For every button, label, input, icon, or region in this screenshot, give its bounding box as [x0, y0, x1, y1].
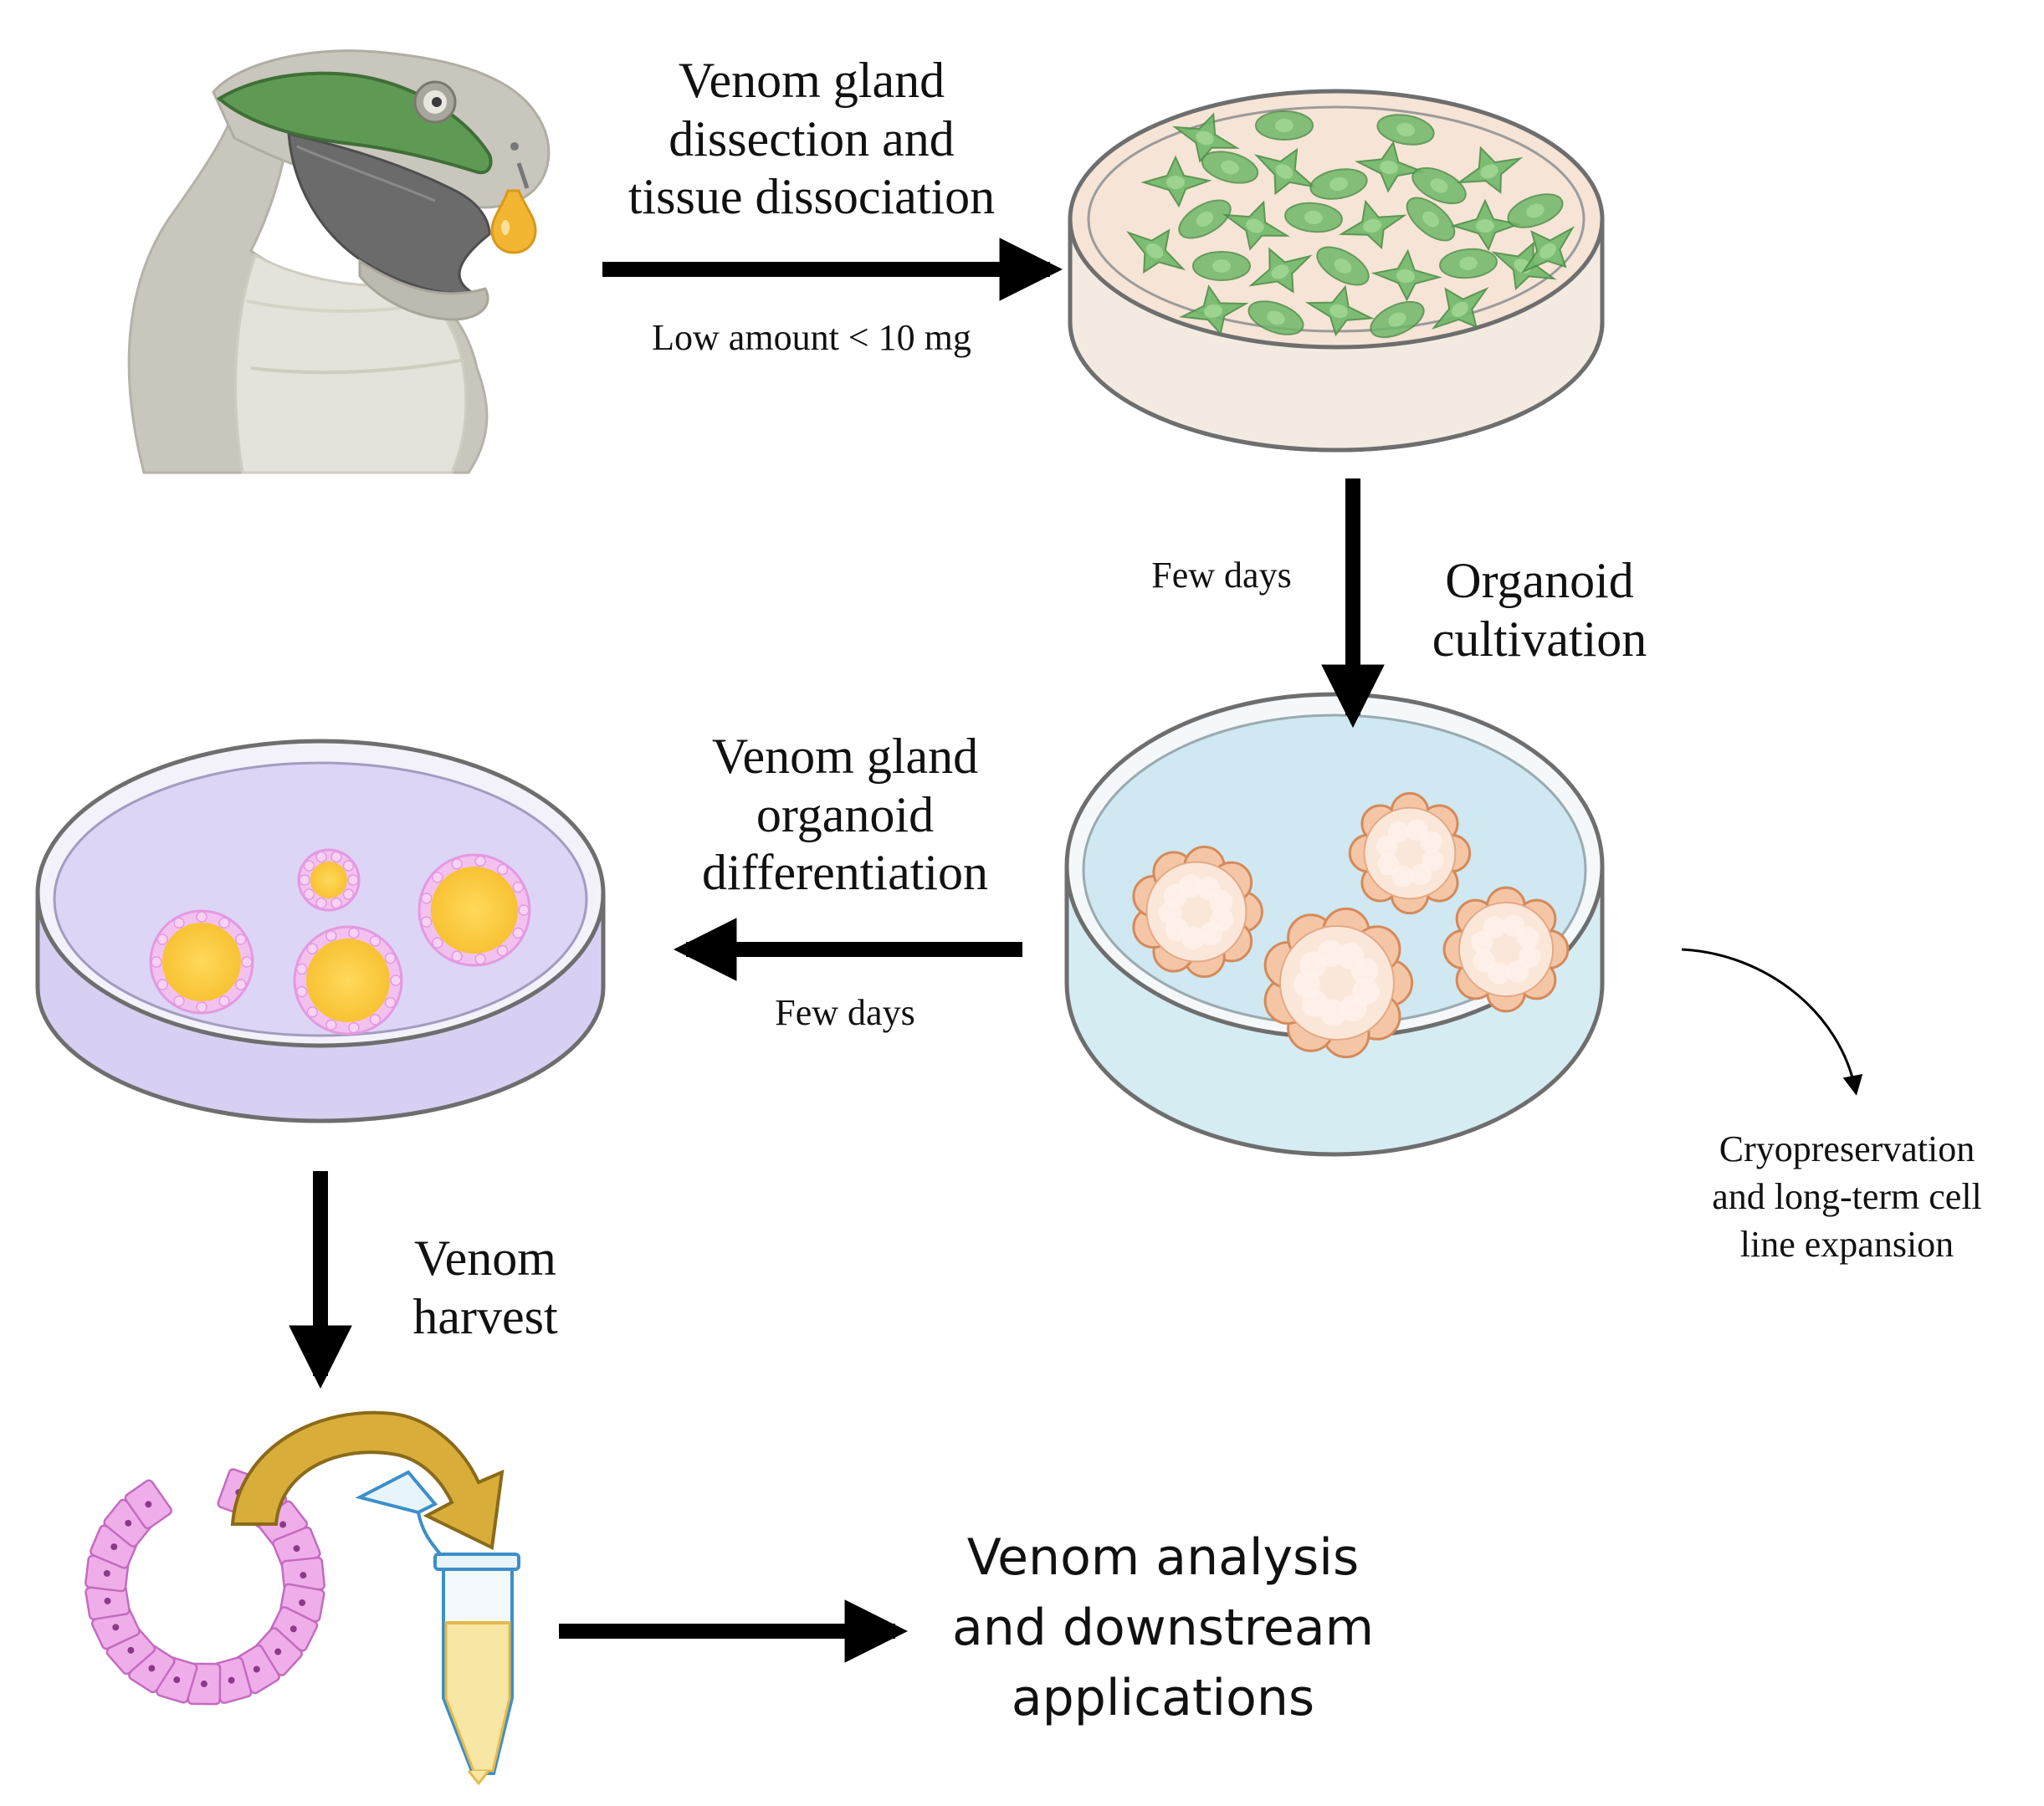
label-cryopreservation: Cryopreservation and long-term cell line… [1712, 1128, 1982, 1266]
label-analysis: Venom analysis and downstream applicatio… [951, 1528, 1375, 1727]
cell [1406, 197, 1456, 242]
epithelium-fragment [85, 1468, 325, 1706]
cell [1178, 199, 1232, 239]
cell [1201, 151, 1259, 184]
cell [1192, 251, 1251, 281]
label-cultivation: Organoid cultivation [1432, 553, 1647, 667]
organoid [1348, 791, 1472, 915]
cell [1309, 168, 1368, 200]
cell [1456, 146, 1524, 194]
cell [1376, 114, 1435, 146]
cell [1338, 199, 1407, 250]
cell [1248, 247, 1313, 294]
cell [1431, 287, 1489, 330]
cell [1316, 246, 1370, 286]
cell [1439, 248, 1498, 279]
petri-dish-tissue [1068, 89, 1605, 453]
organoid [1132, 845, 1263, 979]
cell [1171, 112, 1240, 163]
epithelial-cell [124, 1479, 172, 1530]
label-dissection: Venom gland dissection and tissue dissoc… [628, 53, 996, 225]
venom-drop [490, 189, 537, 254]
cell [1304, 284, 1375, 337]
secretory-organoid [293, 925, 403, 1036]
cell [1411, 166, 1467, 205]
cell [1179, 284, 1249, 336]
cell [1507, 193, 1564, 228]
cell [1222, 200, 1290, 251]
snake-illustration [127, 49, 551, 474]
secretory-organoid [418, 853, 531, 967]
cell [1370, 248, 1442, 302]
arrow-cryo [1681, 948, 1863, 1096]
organoids [1132, 791, 1570, 1059]
label-differentiation: Venom gland organoid differentiation [701, 729, 989, 901]
dissociated-cells [1125, 110, 1575, 339]
epithelial-cell [253, 1627, 303, 1676]
cell [1140, 155, 1212, 208]
petri-dish-organoids [1064, 692, 1605, 1157]
secretory-organoid [149, 909, 254, 1015]
differentiated-organoids [149, 848, 531, 1036]
harvest-transfer-arrow [230, 1410, 505, 1551]
organoid [1442, 886, 1570, 1013]
cell [1370, 300, 1425, 339]
collection-tube [355, 1470, 520, 1786]
petri-dish-differentiation [35, 739, 606, 1123]
cell [1247, 300, 1304, 335]
cell [1125, 228, 1186, 274]
cell [1521, 226, 1575, 274]
snake-mouth [287, 132, 491, 295]
label-harvest: Venom harvest [412, 1230, 558, 1344]
cell [1255, 110, 1314, 141]
cell [1284, 202, 1343, 233]
secretory-organoid [297, 848, 361, 912]
note-low-amount: Low amount < 10 mg [652, 317, 971, 358]
organoid [1263, 907, 1414, 1059]
note-differentiation-days: Few days [775, 992, 915, 1033]
cell [1254, 147, 1318, 196]
note-cultivation-days: Few days [1151, 555, 1292, 596]
